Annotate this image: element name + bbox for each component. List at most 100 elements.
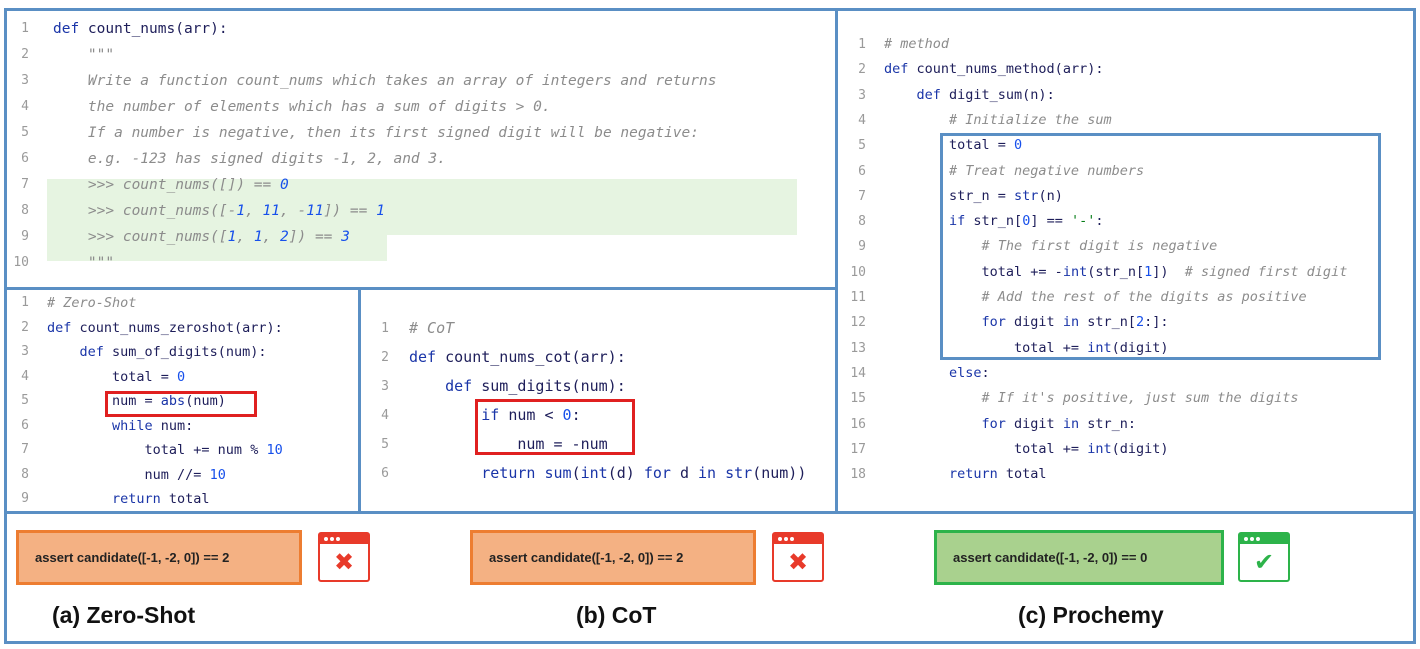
code-text: # method — [884, 36, 950, 52]
code-text: If a number is negative, then its first … — [53, 125, 700, 141]
prochemy-code-panel: 1 # method 2 def count_nums_method(arr): 3 d… — [838, 11, 1413, 511]
line-number: 2 — [21, 47, 29, 62]
line-number: 17 — [850, 441, 866, 457]
line-number: 5 — [21, 125, 29, 140]
code-text: def count_nums_cot(arr): — [409, 348, 626, 366]
line-number: 6 — [21, 151, 29, 166]
line-number: 2 — [21, 319, 29, 335]
code-text: # The first digit is negative — [884, 238, 1218, 255]
code-text: def digit_sum(n): — [884, 86, 1055, 103]
cot-assert-box: assert candidate([-1, -2, 0]) == 2 — [470, 530, 756, 585]
zeroshot-assert-box: assert candidate([-1, -2, 0]) == 2 — [16, 530, 302, 585]
line-number: 2 — [858, 62, 866, 78]
zeroshot-fail-icon: ✖ — [318, 532, 370, 582]
line-number: 8 — [21, 203, 29, 218]
code-text: if str_n[0] == '-': — [884, 213, 1104, 230]
zeroshot-caption: (a) Zero-Shot — [52, 602, 196, 628]
line-number: 9 — [21, 229, 29, 244]
line-number: 7 — [21, 442, 29, 457]
task-code-panel: 1 def count_nums(arr): 2 """ 3 Write a func… — [7, 11, 835, 287]
code-text: return total — [47, 491, 210, 507]
line-number: 4 — [21, 368, 29, 384]
line-number: 5 — [21, 393, 29, 408]
prochemy-pass-icon: ✔ — [1238, 532, 1290, 582]
line-number: 16 — [850, 416, 866, 432]
cot-caption: (b) CoT — [576, 602, 657, 628]
code-text: for digit in str_n[2:]: — [884, 314, 1169, 331]
line-number: 1 — [21, 295, 29, 310]
results-divider — [4, 511, 1416, 514]
code-region-divider — [835, 8, 838, 513]
line-number: 4 — [381, 408, 389, 423]
code-text: total += int(digit) — [884, 339, 1169, 356]
code-text: total += -int(str_n[1]) # signed first d… — [884, 263, 1348, 280]
line-number: 4 — [858, 112, 866, 128]
code-text: return sum(int(d) for d in str(num)) — [409, 464, 807, 482]
code-text: e.g. -123 has signed digits -1, 2, and 3… — [53, 151, 446, 167]
cot-error-highlight — [475, 399, 635, 455]
prochemy-key-highlight — [940, 133, 1381, 360]
code-text: >>> count_nums([1, 1, 2]) == 3 — [53, 229, 350, 245]
code-text: # If it's positive, just sum the digits — [884, 390, 1299, 407]
line-number: 13 — [850, 340, 866, 356]
line-number: 9 — [858, 239, 866, 255]
line-number: 18 — [850, 467, 866, 483]
code-text: def sum_digits(num): — [409, 377, 626, 395]
code-text: str_n = str(n) — [884, 187, 1063, 204]
line-number: 10 — [850, 264, 866, 280]
code-text: # Initialize the sum — [884, 111, 1112, 128]
code-text: num //= 10 — [47, 466, 226, 483]
code-text: def sum_of_digits(num): — [47, 344, 267, 360]
line-number: 3 — [858, 87, 866, 103]
prochemy-caption: (c) Prochemy — [1018, 602, 1164, 628]
doctest-highlight — [47, 179, 797, 235]
code-text: else: — [884, 364, 990, 381]
line-number: 2 — [381, 350, 389, 365]
doctest-highlight-tail — [47, 235, 387, 261]
line-number: 6 — [858, 163, 866, 179]
line-number: 14 — [850, 365, 866, 381]
code-text: """ — [53, 255, 115, 271]
code-text: # Treat negative numbers — [884, 162, 1145, 179]
code-text: # Zero-Shot — [47, 295, 137, 311]
line-number: 5 — [858, 138, 866, 154]
code-text: return total — [884, 466, 1047, 483]
code-text: def count_nums_method(arr): — [884, 61, 1104, 78]
code-text: def count_nums_zeroshot(arr): — [47, 319, 283, 336]
code-text: total = 0 — [47, 368, 186, 385]
line-number: 7 — [21, 177, 29, 192]
line-number: 1 — [858, 37, 866, 52]
code-text: total += int(digit) — [884, 440, 1169, 457]
line-number: 9 — [21, 491, 29, 506]
code-text: num = -num — [409, 435, 608, 453]
line-number: 5 — [381, 437, 389, 452]
line-number: 1 — [381, 321, 389, 336]
code-text: total = 0 — [884, 137, 1023, 154]
line-number: 3 — [21, 73, 29, 88]
figure-frame — [4, 8, 1416, 644]
code-text: >>> count_nums([]) == 0 — [53, 177, 289, 193]
line-number: 6 — [21, 417, 29, 433]
line-number: 4 — [21, 99, 29, 114]
zeroshot-panel-border — [358, 287, 361, 513]
code-text: for digit in str_n: — [884, 415, 1136, 432]
code-text: while num: — [47, 417, 194, 434]
cot-fail-icon: ✖ — [772, 532, 824, 582]
task-panel-border — [4, 8, 838, 290]
code-text: >>> count_nums([-1, 11, -11]) == 1 — [53, 203, 385, 219]
code-text: total += num % 10 — [47, 442, 283, 458]
line-number: 8 — [858, 214, 866, 230]
line-number: 10 — [13, 255, 29, 270]
code-text: if num < 0: — [409, 406, 581, 424]
zeroshot-error-highlight — [105, 391, 257, 417]
prochemy-assert-box: assert candidate([-1, -2, 0]) == 0 — [934, 530, 1224, 585]
line-number: 1 — [21, 21, 29, 36]
code-text: num = abs(num) — [47, 393, 226, 409]
code-text: def count_nums(arr): — [53, 21, 228, 37]
code-text: Write a function count_nums which takes … — [53, 73, 717, 89]
line-number: 8 — [21, 466, 29, 482]
code-text: the number of elements which has a sum o… — [53, 99, 551, 115]
line-number: 6 — [381, 466, 389, 481]
line-number: 15 — [850, 391, 866, 407]
